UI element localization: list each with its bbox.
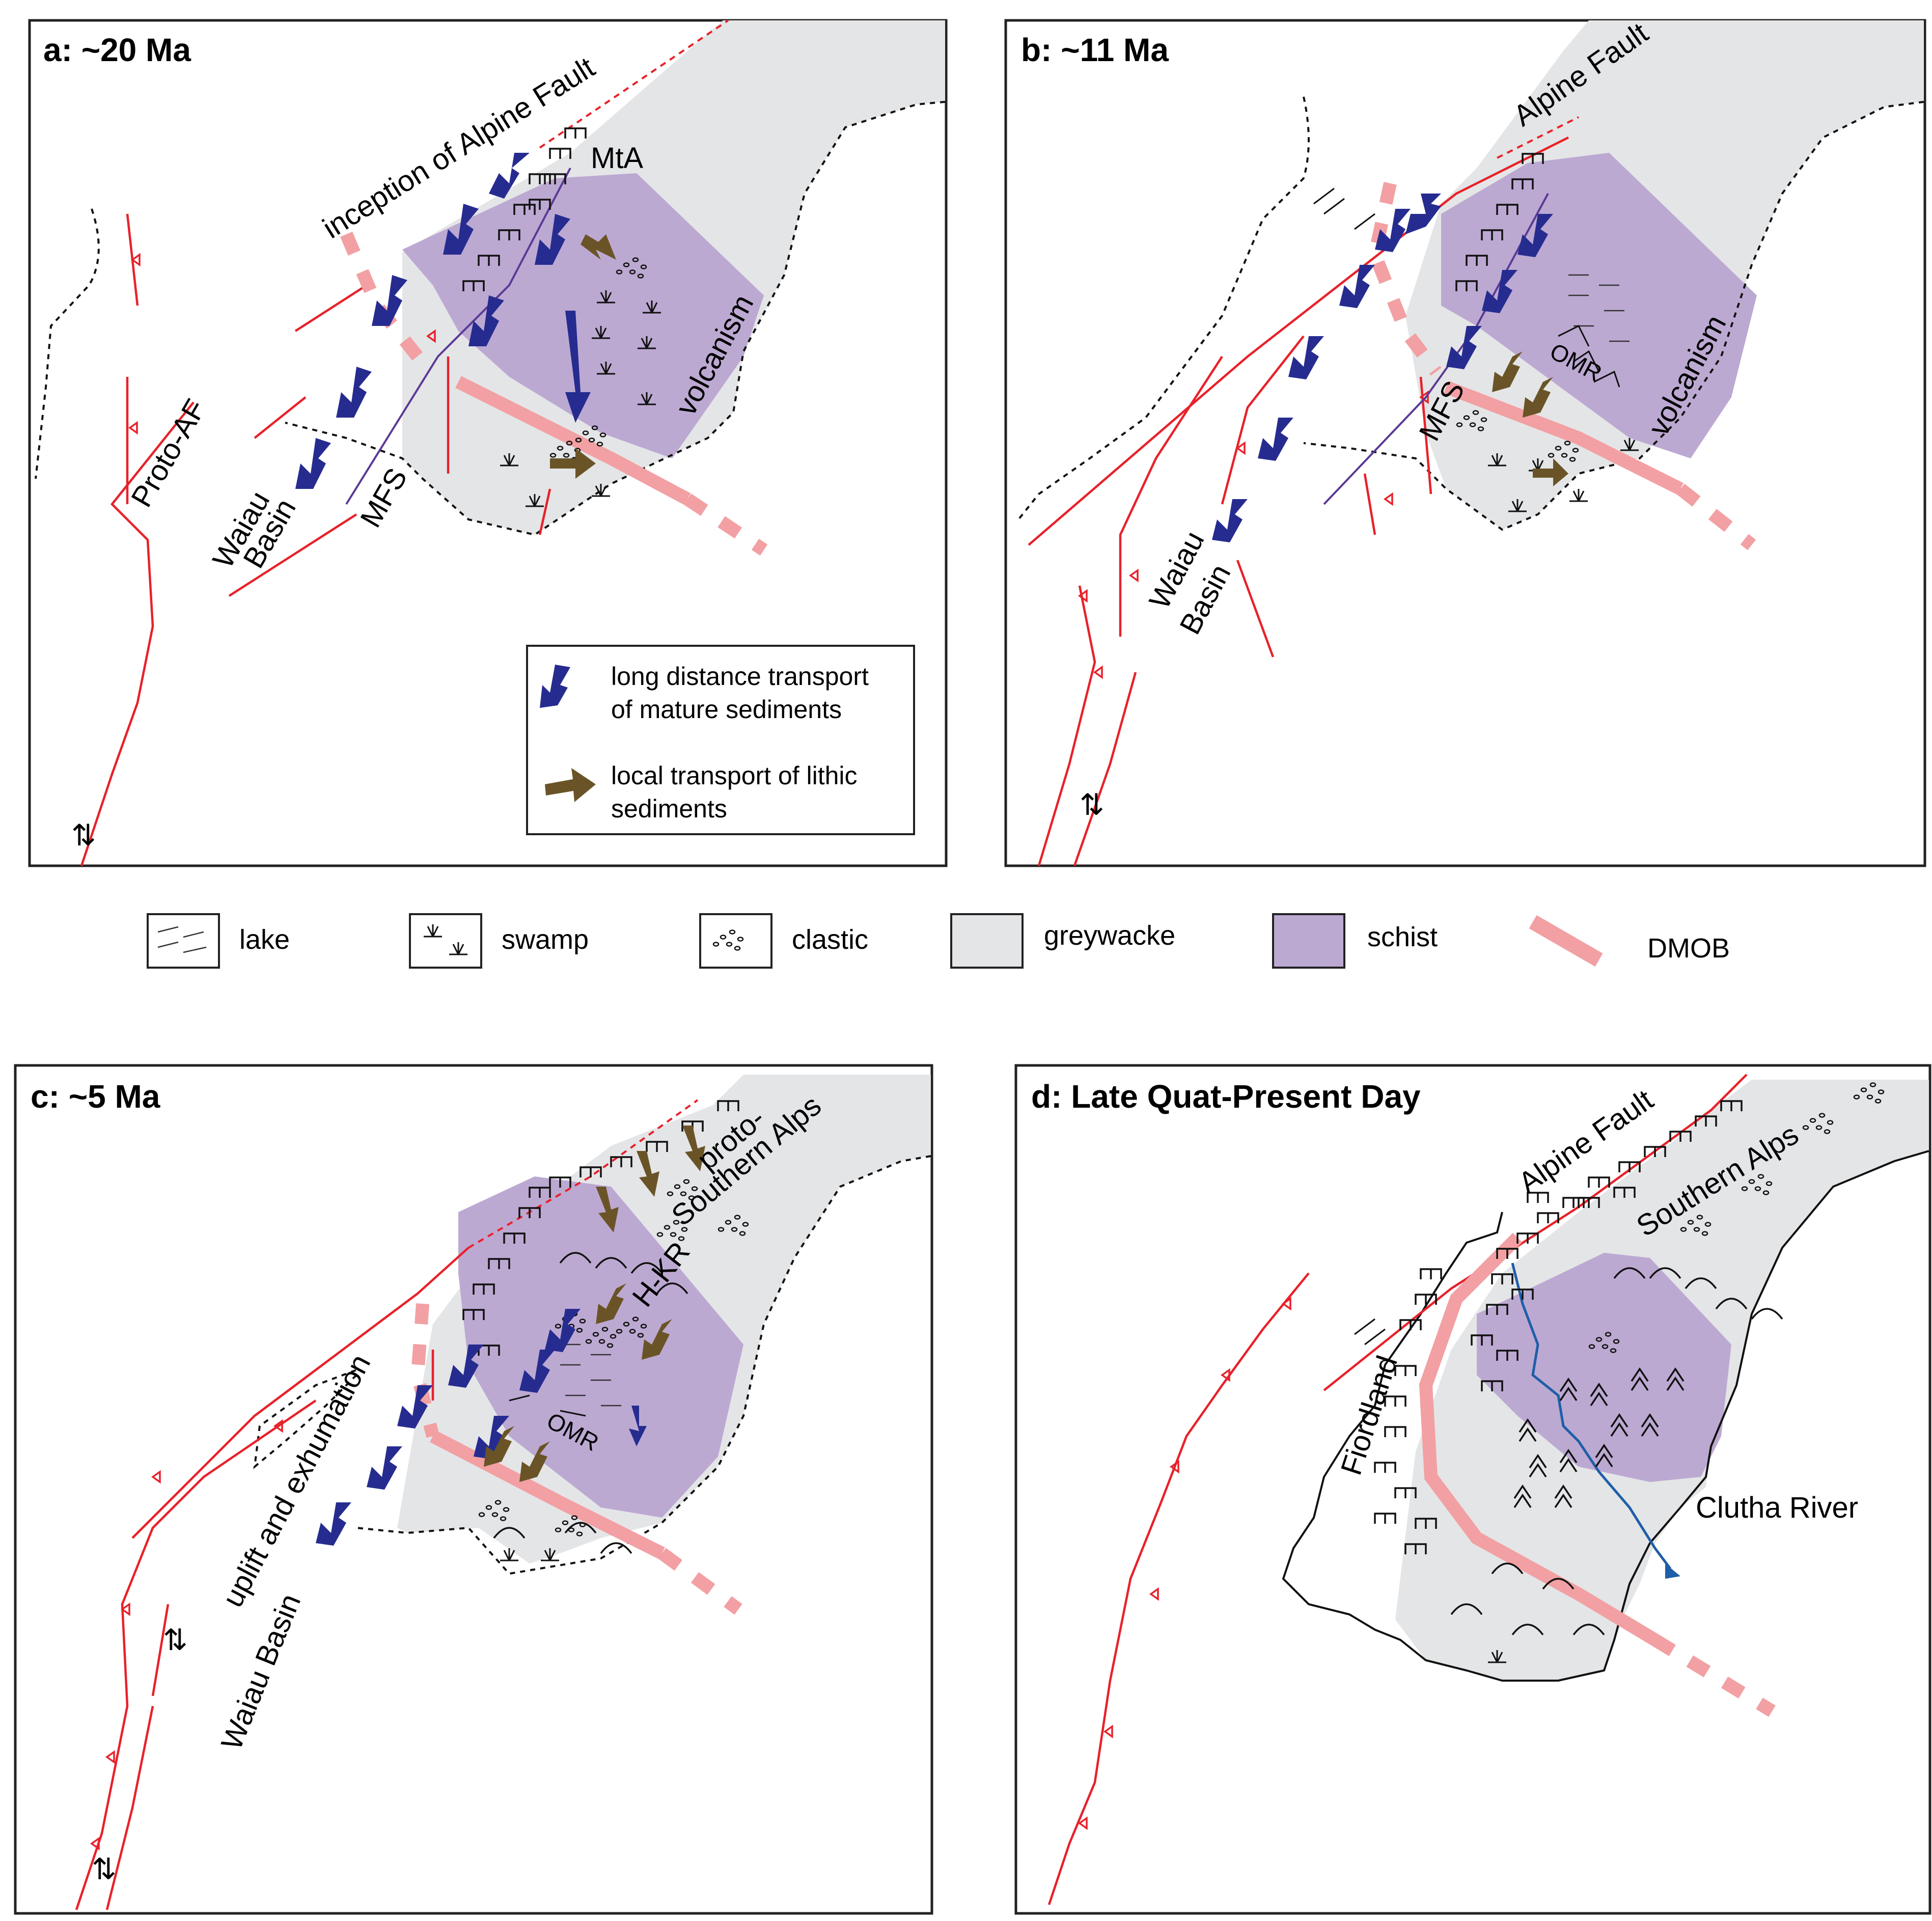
panel-title: b: ~11 Ma xyxy=(1021,32,1169,68)
key-blue-line1: long distance transport xyxy=(611,662,869,691)
dmob-belt xyxy=(430,1430,665,1559)
coastline xyxy=(1282,1150,1929,1682)
legend-greywacke: greywacke xyxy=(950,913,1175,969)
alpine-fault-north xyxy=(467,1099,699,1249)
lake-marks xyxy=(1568,274,1630,342)
panel-d: d: Late Quat-Present Day Alpine Fault So… xyxy=(1014,1064,1931,1915)
coastline xyxy=(35,101,946,536)
panel-a: a: ~20 Ma inception of Alpine Fault MtA … xyxy=(28,19,948,867)
key-brown-line2: sediments xyxy=(611,794,727,823)
legend-dmob: DMOB xyxy=(1529,915,1730,967)
fault-traces xyxy=(75,1350,434,1910)
schist-region xyxy=(1477,1253,1731,1482)
dmob-belt-dashed xyxy=(658,1548,742,1615)
alpine-fault-north xyxy=(1497,116,1579,159)
legend-clastic: clastic xyxy=(699,913,868,969)
mta-label: MtA xyxy=(591,142,643,175)
omr-ridge xyxy=(509,1394,586,1417)
dextral-symbol xyxy=(1354,1318,1386,1346)
panel-b: b: ~11 Ma Alpine Fault OMR MFS volcanism… xyxy=(1004,16,1926,867)
brown-transport-arrows xyxy=(550,234,616,479)
legend-schist: schist xyxy=(1272,913,1438,969)
schist-region xyxy=(402,173,764,458)
dmob-belt xyxy=(1444,380,1683,495)
proto-alpine-fault-north xyxy=(539,19,729,149)
schist-region xyxy=(1441,153,1757,458)
dmob-belt xyxy=(1419,1232,1659,1646)
key-blue-line2: of mature sediments xyxy=(611,695,842,724)
dextral-symbol-south: ⇅ xyxy=(1080,788,1105,821)
blue-transport-arrows xyxy=(295,153,591,489)
alpine-fault xyxy=(131,1247,470,1539)
dextral-symbol: ⇅ xyxy=(163,1624,188,1657)
clutha-river-label: Clutha River xyxy=(1696,1491,1858,1524)
legend-lake: lake xyxy=(147,913,290,969)
legend-label: clastic xyxy=(792,924,868,955)
clutha-river xyxy=(1511,1263,1671,1570)
legend-label: greywacke xyxy=(1044,920,1175,951)
blue-arrow-icon xyxy=(540,665,570,708)
panel-c: c: ~5 Ma proto- Southern Alps H-KR OMR u… xyxy=(14,1064,933,1915)
coastline xyxy=(1017,96,1924,531)
panel-title: a: ~20 Ma xyxy=(43,32,191,68)
dextral-symbol-south: ⇅ xyxy=(92,1853,117,1886)
legend-label: DMOB xyxy=(1647,933,1730,964)
dmob-belt-dashed xyxy=(1676,483,1756,551)
alpine-fault xyxy=(1028,136,1569,546)
dextral-symbol xyxy=(1313,187,1375,230)
legend-label: swamp xyxy=(502,924,589,955)
legend-swamp: swamp xyxy=(409,913,589,969)
fault-traces xyxy=(1037,335,1432,866)
dmob-belt xyxy=(455,376,691,505)
western-fault xyxy=(1047,1272,1310,1905)
brown-arrow-icon xyxy=(545,768,596,802)
brown-transport-arrows xyxy=(484,1126,705,1482)
panel-title: d: Late Quat-Present Day xyxy=(1031,1078,1421,1115)
dmob-belt-dashed xyxy=(1368,182,1442,376)
blue-transport-arrows xyxy=(1212,194,1553,542)
clutha-river-arrowhead xyxy=(1665,1563,1680,1579)
key-brown-line1: local transport of lithic xyxy=(611,761,858,790)
legend: lake swamp clastic greywacke schist DMOB xyxy=(147,913,1730,969)
blue-transport-arrows xyxy=(316,1309,647,1546)
schist-region xyxy=(458,1176,743,1518)
ridge-marks xyxy=(1558,324,1620,388)
panel-title: c: ~5 Ma xyxy=(31,1078,160,1115)
lake-marks xyxy=(560,1343,621,1407)
transport-key: long distance transport of mature sedime… xyxy=(526,645,915,835)
brown-transport-arrows xyxy=(1492,351,1568,486)
legend-label: lake xyxy=(239,924,290,955)
transport-key-box xyxy=(526,645,915,835)
waiau-basin-faults xyxy=(228,284,551,597)
dmob-belt-dashed xyxy=(683,493,768,556)
dextral-symbol: ⇅ xyxy=(71,819,96,852)
legend-label: schist xyxy=(1367,922,1438,952)
coastline xyxy=(253,1155,931,1575)
